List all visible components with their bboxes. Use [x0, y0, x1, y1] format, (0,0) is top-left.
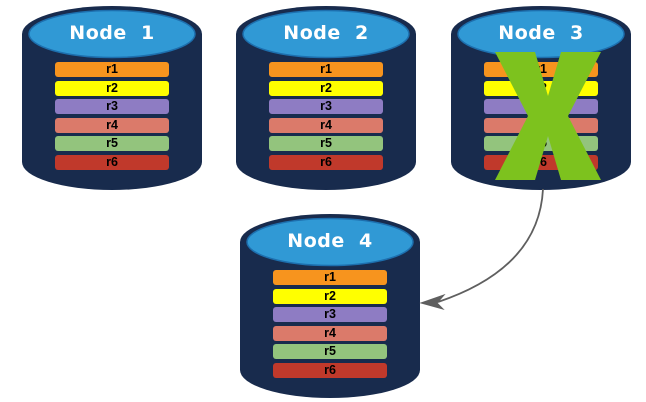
- replica-row: r2: [55, 80, 169, 96]
- replica-row: r5: [269, 136, 383, 152]
- node-3-title: Node 3: [498, 22, 584, 44]
- node-1-replica-list: r1 r2 r3 r4 r5 r6: [55, 62, 169, 174]
- replica-row: r2: [269, 80, 383, 96]
- replica-row: r6: [273, 362, 387, 378]
- replica-row: r4: [273, 325, 387, 341]
- replica-row: r1: [269, 62, 383, 77]
- replica-row: r5: [55, 136, 169, 152]
- x-mark-icon: [495, 52, 601, 180]
- node-2: Node 2 r1 r2 r3 r4 r5 r6: [236, 4, 416, 190]
- node-4-title: Node 4: [287, 230, 373, 252]
- node-1: Node 1 r1 r2 r3 r4 r5 r6: [22, 4, 202, 190]
- node-2-title: Node 2: [283, 22, 369, 44]
- replica-row: r3: [55, 99, 169, 115]
- replica-row: r6: [269, 154, 383, 170]
- replica-row: r2: [273, 288, 387, 304]
- replica-row: r4: [269, 117, 383, 133]
- replica-row: r5: [273, 344, 387, 360]
- node-4: Node 4 r1 r2 r3 r4 r5 r6: [240, 212, 420, 398]
- node-4-replica-list: r1 r2 r3 r4 r5 r6: [273, 270, 387, 382]
- replica-row: r4: [55, 117, 169, 133]
- replica-row: r3: [273, 307, 387, 323]
- node-2-replica-list: r1 r2 r3 r4 r5 r6: [269, 62, 383, 174]
- node-1-title: Node 1: [69, 22, 155, 44]
- replica-row: r6: [55, 154, 169, 170]
- replica-row: r1: [55, 62, 169, 77]
- replica-row: r3: [269, 99, 383, 115]
- replica-row: r1: [273, 270, 387, 285]
- node-3: Node 3 r1 r2 r3 r4 r5 r6: [451, 4, 631, 190]
